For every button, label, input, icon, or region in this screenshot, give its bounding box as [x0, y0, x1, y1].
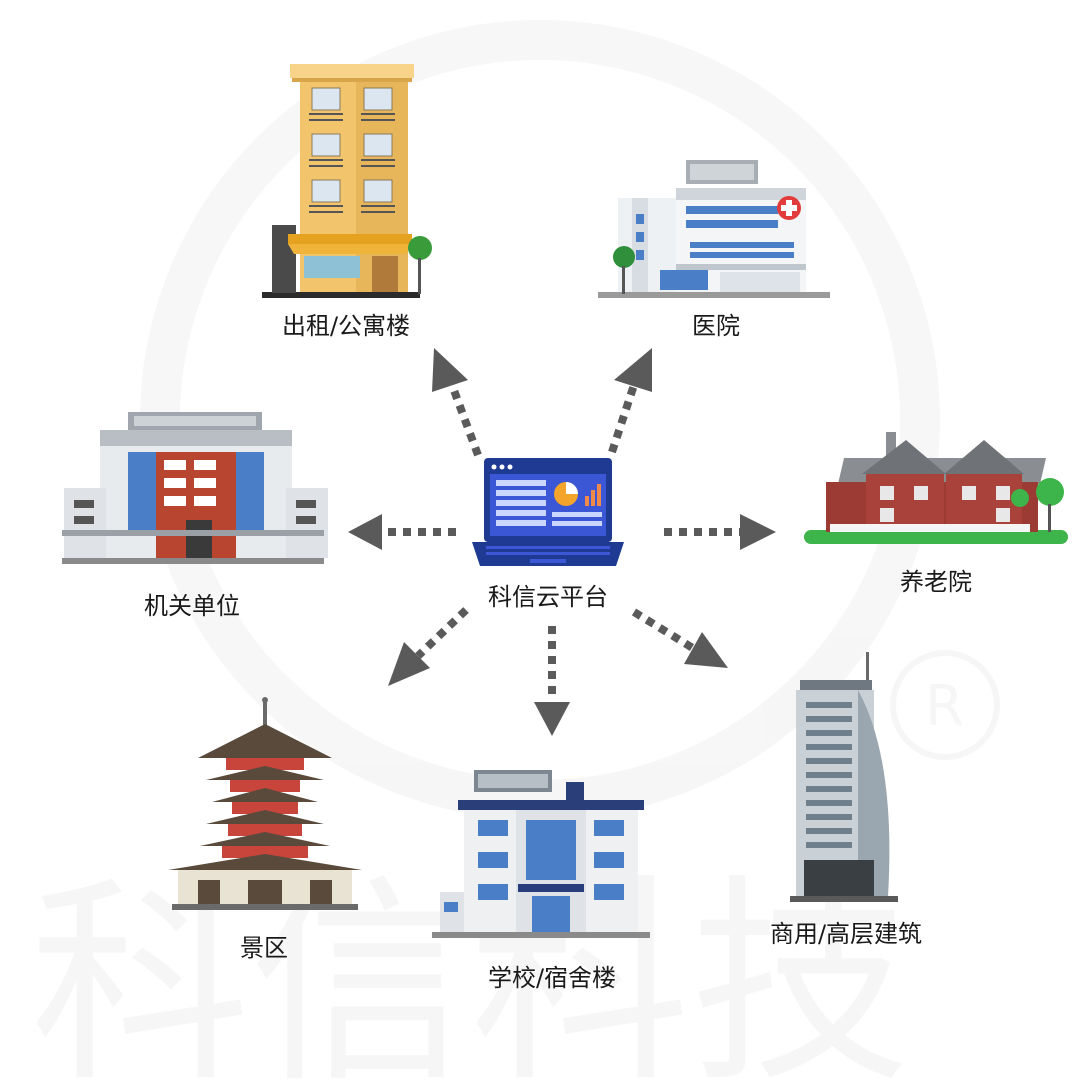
nursing-home-building-icon	[804, 432, 1068, 544]
commercial-tower-icon	[790, 652, 898, 902]
hospital-label: 医院	[692, 312, 740, 340]
school-building-icon	[432, 770, 650, 938]
school-label: 学校/宿舍楼	[488, 964, 616, 992]
registered-mark-icon	[890, 650, 1000, 760]
hospital-building-icon	[598, 160, 830, 298]
arrow-to-nursing-home	[664, 514, 776, 550]
arrow-to-hospital	[608, 348, 652, 454]
government-building-icon	[62, 412, 328, 564]
commercial-label: 商用/高层建筑	[770, 920, 922, 948]
arrow-to-commercial	[631, 608, 728, 668]
laptop-icon	[472, 458, 624, 566]
arrow-to-scenic	[388, 607, 469, 686]
apartment-label: 出租/公寓楼	[282, 312, 410, 340]
arrow-to-apartment	[432, 348, 482, 457]
scenic-label: 景区	[240, 934, 288, 962]
apartment-building-icon	[262, 64, 432, 298]
scenic-pagoda-icon	[168, 697, 362, 910]
center-label: 科信云平台	[488, 583, 608, 611]
arrow-to-government	[348, 514, 456, 550]
nursing-home-label: 养老院	[900, 568, 972, 596]
svg-text:R: R	[925, 674, 964, 739]
arrow-to-school	[534, 626, 570, 736]
government-label: 机关单位	[144, 592, 240, 620]
